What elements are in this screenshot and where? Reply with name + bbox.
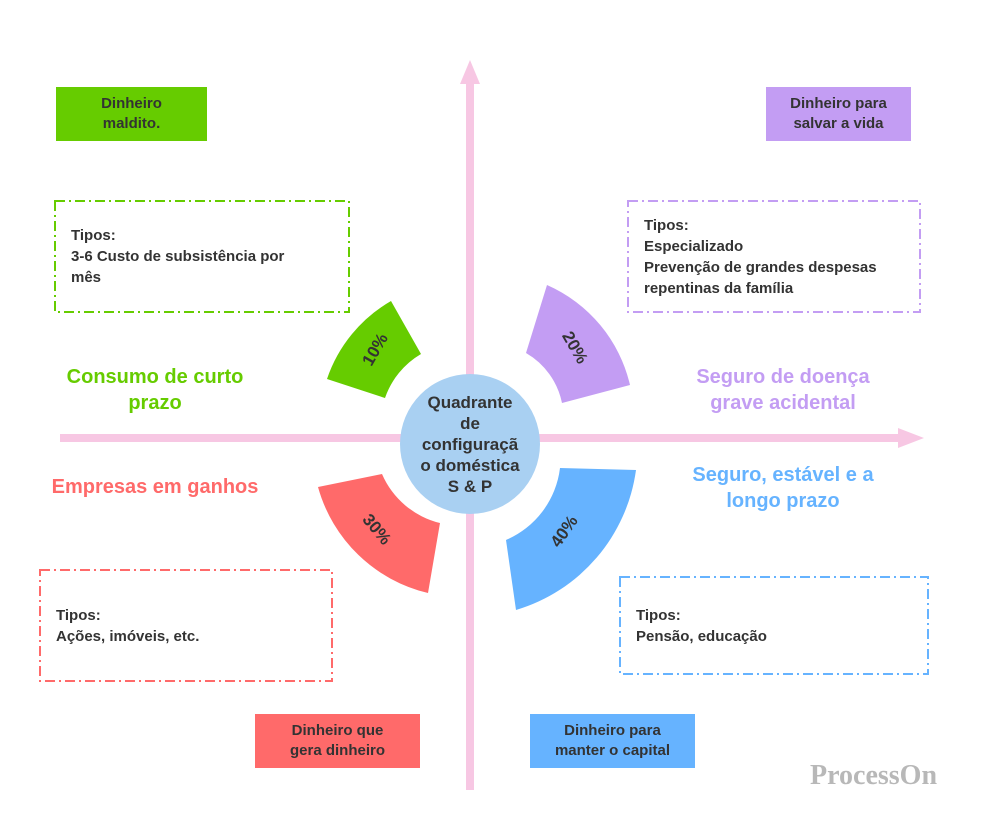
type-box-border-bottom-right <box>619 576 929 675</box>
tag-line: Dinheiro que <box>291 722 384 739</box>
type-box-line: Tipos: <box>56 606 101 624</box>
type-box-line: mês <box>71 269 102 286</box>
horizontal-axis-arrowhead <box>898 428 924 448</box>
quadrant-label-top-left: Consumo de curto prazo <box>40 364 270 416</box>
sector-10 <box>327 301 421 398</box>
quadrant-label-line: grave acidental <box>710 392 856 414</box>
tag-line: gera dinheiro <box>289 742 386 759</box>
type-box-line: Especializado <box>644 237 744 255</box>
sector-40 <box>506 468 636 610</box>
type-box-line: Ações, imóveis, etc. <box>56 627 200 645</box>
type-box-line: repentinas da família <box>644 279 794 297</box>
type-box-top-left: Tipos: 3-6 Custo de subsistência por mês <box>55 201 349 312</box>
tag-line: manter o capital <box>554 742 671 759</box>
quadrant-label-bottom-left: Empresas em ganhos <box>30 474 280 500</box>
center-line: o doméstica <box>420 455 520 475</box>
type-box-line: Prevenção de grandes despesas <box>644 258 877 276</box>
type-box-line: Pensão, educação <box>636 627 767 645</box>
watermark: ProcessOn <box>810 760 938 791</box>
type-box-top-right: Tipos: Especializado Prevenção de grande… <box>628 201 920 312</box>
quadrant-label-line: prazo <box>128 392 182 414</box>
tag-line: Dinheiro <box>101 95 162 112</box>
quadrant-label-bottom-right: Seguro, estável e a longo prazo <box>668 462 898 514</box>
tag-line: Dinheiro para <box>790 95 887 112</box>
quadrant-label-line: Consumo de curto <box>66 366 244 388</box>
type-box-bottom-left: Tipos: Ações, imóveis, etc. <box>40 570 332 681</box>
center-line: S & P <box>447 476 493 496</box>
tag-dinheiro-salvar-vida: Dinheiro para salvar a vida <box>766 87 911 141</box>
quadrant-label-line: longo prazo <box>726 490 840 512</box>
center-line: Quadrante <box>427 392 513 412</box>
center-circle: Quadrante de configuraçã o doméstica S &… <box>400 374 540 514</box>
vertical-axis-arrowhead <box>460 60 480 84</box>
sector-30 <box>318 474 440 593</box>
tag-dinheiro-gera-dinheiro: Dinheiro que gera dinheiro <box>255 714 420 768</box>
tag-dinheiro-manter-capital: Dinheiro para manter o capital <box>530 714 695 768</box>
type-box-line: Tipos: <box>644 216 689 234</box>
sector-20 <box>526 285 630 403</box>
type-box-border-top-right <box>627 200 921 313</box>
tag-dinheiro-maldito: Dinheiro maldito. <box>56 87 207 141</box>
type-box-border-bottom-left <box>39 569 333 682</box>
tag-line: salvar a vida <box>793 115 884 132</box>
type-box-border-top-left <box>54 200 350 313</box>
quadrant-label-line: Seguro de doença <box>696 366 870 388</box>
center-line: de <box>460 413 480 433</box>
type-box-line: Tipos: <box>636 606 681 624</box>
type-box-bottom-right: Tipos: Pensão, educação <box>620 577 928 674</box>
quadrant-label-top-right: Seguro de doença grave acidental <box>668 364 898 416</box>
center-line: configuraçã <box>421 434 519 454</box>
type-box-line: 3-6 Custo de subsistência por <box>71 248 285 265</box>
type-box-line: Tipos: <box>71 227 116 244</box>
tag-line: maldito. <box>102 115 161 132</box>
quadrant-label-line: Empresas em ganhos <box>51 476 259 498</box>
quadrant-label-line: Seguro, estável e a <box>692 464 874 486</box>
tag-line: Dinheiro para <box>564 722 661 739</box>
